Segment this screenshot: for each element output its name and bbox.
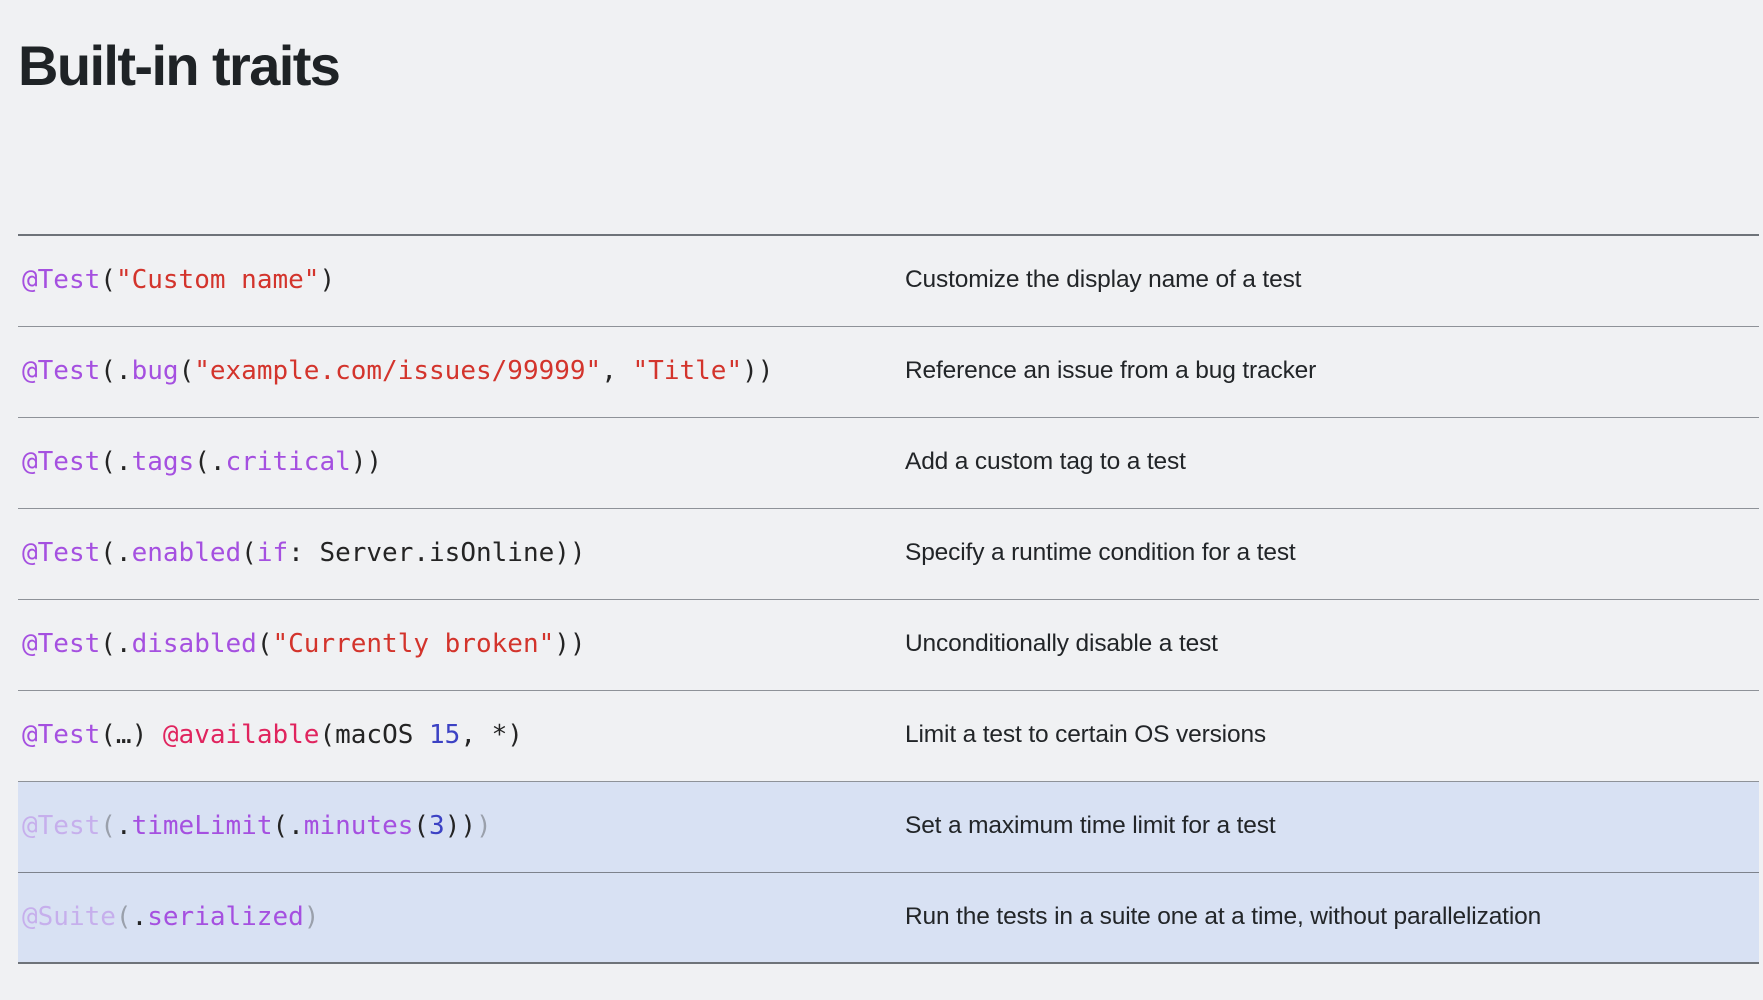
code-token-punct: ) [319,265,336,296]
code-token-attr: @Test [22,810,101,841]
code-token-member: timeLimit [131,810,273,841]
trait-description-cell: Set a maximum time limit for a test [888,780,1759,872]
trait-description-cell: Reference an issue from a bug tracker [888,325,1759,417]
code-token-attr: @Test [22,628,101,659]
table-row: @Test(.enabled(if: Server.isOnline)) Spec… [18,507,1759,599]
trait-description: Unconditionally disable a test [905,630,1218,658]
code-token-punct: ( [256,628,273,659]
code-token-punct: ( [413,810,430,841]
trait-code-cell: @Test(…) @available(macOS 15, *) [18,689,888,781]
trait-description: Limit a test to certain OS versions [905,721,1267,749]
code-token-punct: ( [100,810,116,841]
code-token-string: "Currently broken" [272,628,555,659]
trait-description: Reference an issue from a bug tracker [905,357,1317,385]
table-row: @Test(.disabled("Currently broken")) Unco… [18,598,1759,690]
trait-description-cell: Specify a runtime condition for a test [888,507,1759,599]
code-token-punct: (…) [100,719,163,750]
code-token-punct: (. [194,446,226,477]
code-token-attr: @Test [22,719,101,750]
code-token-punct: )) [742,355,774,386]
page-title: Built-in traits [18,33,341,97]
trait-description-cell: Run the tests in a suite one at a time, … [888,871,1759,964]
code-token-punct: )) [444,810,476,841]
code-token-number: 15 [429,719,461,750]
code-token-punct: ( [100,265,116,296]
code-token-punct: )) [350,446,383,477]
trait-code: @Test(.enabled(if: Server.isOnline)) [22,538,586,568]
trait-code-cell: @Test(.tags(.critical)) [18,416,888,508]
trait-description: Add a custom tag to a test [905,448,1186,476]
code-token-punct: ) [476,810,492,841]
code-token-punct: (. [100,537,132,568]
code-token-punct: (. [100,355,132,386]
trait-code-cell: @Test("Custom name") [18,234,888,326]
table-row: @Test(.timeLimit(.minutes(3)))Set a maxi… [18,780,1759,872]
code-token-punct: , [601,355,633,386]
code-token-punct: ) [303,901,320,932]
code-token-member: tags [131,446,195,477]
code-token-plain: (macOS [319,719,430,750]
table-row: @Suite(.serialized) Run the tests in a su… [18,871,1759,964]
code-token-attr: @Test [22,537,101,568]
code-token-punct: ( [241,537,257,568]
trait-description: Specify a runtime condition for a test [905,539,1296,567]
code-token-keyword: if [256,537,289,568]
code-token-member: bug [131,355,179,386]
code-token-punct: )) [554,628,586,659]
code-token-attr: @Test [22,265,101,296]
table-row: @Test(…) @available(macOS 15, *) Limit a … [18,689,1759,781]
code-token-punct: (. [100,446,132,477]
trait-description-cell: Add a custom tag to a test [888,416,1759,508]
trait-code: @Test(…) @available(macOS 15, *) [22,720,523,750]
code-token-plain: , *) [460,719,523,750]
trait-code-cell: @Test(.disabled("Currently broken")) [18,598,888,690]
trait-code-cell: @Test(.timeLimit(.minutes(3))) [18,780,888,872]
code-token-attr: @Test [22,446,101,477]
trait-code: @Test(.tags(.critical)) [22,447,382,477]
trait-code-cell: @Suite(.serialized) [18,871,888,964]
trait-description-cell: Customize the display name of a test [888,234,1759,326]
table-row: @Test(.bug("example.com/issues/99999", "… [18,325,1759,417]
trait-code: @Test("Custom name") [22,265,335,295]
trait-description: Customize the display name of a test [905,266,1302,294]
trait-description-cell: Limit a test to certain OS versions [888,689,1759,781]
table-row: @Test(.tags(.critical))Add a custom tag … [18,416,1759,508]
code-token-attr: @Suite [22,901,116,932]
code-token-member: critical [225,446,351,477]
table-body: @Test("Custom name")Customize the displa… [18,234,1759,964]
code-token-punct: ( [178,355,195,386]
code-token-member: minutes [303,810,414,841]
code-token-member: enabled [131,537,242,568]
code-token-punct: (. [272,810,304,841]
trait-description: Run the tests in a suite one at a time, … [905,902,1542,930]
code-token-plain: : Server.isOnline)) [288,537,586,568]
trait-code: @Test(.bug("example.com/issues/99999", "… [22,356,773,386]
code-token-number: 3 [429,810,445,841]
code-token-punct: ( [115,901,132,932]
code-token-member: disabled [131,628,257,659]
trait-code: @Test(.disabled("Currently broken")) [22,629,586,659]
code-token-punct: . [131,901,148,932]
trait-code: @Suite(.serialized) [22,902,319,932]
code-token-attr: @Test [22,355,101,386]
trait-code-cell: @Test(.bug("example.com/issues/99999", "… [18,325,888,417]
trait-description: Set a maximum time limit for a test [905,812,1276,840]
trait-code: @Test(.timeLimit(.minutes(3))) [22,811,492,841]
code-token-string: "Title" [632,355,743,386]
code-token-punct: (. [100,628,132,659]
built-in-traits-table: @Test("Custom name")Customize the displa… [18,234,1759,964]
code-token-string: "Custom name" [115,265,320,296]
trait-description-cell: Unconditionally disable a test [888,598,1759,690]
code-token-string: "example.com/issues/99999" [194,355,602,386]
code-token-punct: . [115,810,132,841]
trait-code-cell: @Test(.enabled(if: Server.isOnline)) [18,507,888,599]
table-row: @Test("Custom name") Customize the displa… [18,234,1759,326]
code-token-available: @available [162,719,320,750]
code-token-member: serialized [147,901,304,932]
